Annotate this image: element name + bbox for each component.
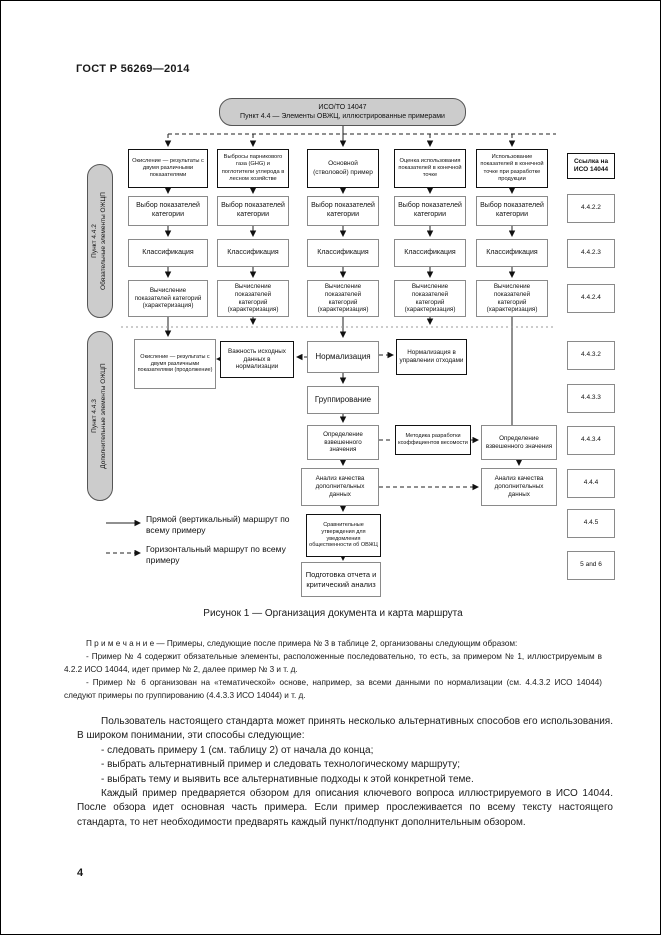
flow-node-reporting-review: Подготовка отчета и критический анализ — [301, 562, 381, 597]
flow-node-select: Выбор показателей категории — [217, 196, 289, 226]
example-header-ghg: Выбросы парникового газа (GHG) и поглоти… — [217, 149, 289, 188]
root-node-clause: Пункт 4.4 — Элементы ОВЖЦ, иллюстрирован… — [240, 113, 445, 120]
flow-node-normalization-waste: Нормализация в управлении отходами — [396, 339, 467, 375]
flow-node-importance: Важность исходных данных в нормализации — [220, 341, 294, 378]
example-header-endpoint-assessment: Оценка использования показателей в конеч… — [394, 149, 466, 188]
flow-node-select: Выбор показателей категории — [476, 196, 548, 226]
sidebar-mandatory-elements: Пункт 4.4.2 Обязательные элементы ОЖЦП — [87, 164, 113, 318]
ref-item: 4.4.2.2 — [567, 194, 615, 223]
flow-node-calculate: Вычисление показателей категорий (характ… — [307, 280, 379, 317]
body-text: Пользователь настоящего стандарта может … — [77, 715, 613, 830]
ref-item: 4.4.2.4 — [567, 284, 615, 313]
body-bullet: - следовать примеру 1 (см. таблицу 2) от… — [101, 744, 374, 756]
flow-node-grouping: Группирование — [307, 386, 379, 414]
flow-node-classify: Классификация — [394, 239, 466, 267]
ref-item: 4.4.2.3 — [567, 239, 615, 268]
note-item-example6: - Пример № 6 организован на «тематическо… — [64, 678, 602, 700]
flow-node-calculate: Вычисление показателей категорий (характ… — [217, 280, 289, 317]
ref-item: 5 and 6 — [567, 551, 615, 580]
figure-1-diagram: ИСО/ТО 14047 Пункт 4.4 — Элементы ОВЖЦ, … — [66, 96, 616, 601]
flow-node-classify: Классификация — [217, 239, 289, 267]
body-paragraph: Пользователь настоящего стандарта может … — [77, 716, 613, 742]
ref-item: 4.4.3.2 — [567, 341, 615, 370]
legend-dashed-route: Горизонтальный маршрут по всему примеру — [146, 544, 286, 566]
flow-node-classify: Классификация — [307, 239, 379, 267]
example-header-endpoint-product: Использование показателей в конечной точ… — [476, 149, 548, 188]
flow-node-weighting: Определение взвешенного значения — [307, 425, 379, 460]
ref-item: 4.4.3.4 — [567, 426, 615, 455]
flow-node-select: Выбор показателей категории — [394, 196, 466, 226]
ref-item: 4.4.5 — [567, 509, 615, 538]
root-node: ИСО/ТО 14047 Пункт 4.4 — Элементы ОВЖЦ, … — [219, 98, 466, 126]
flow-node-calculate: Вычисление показателей категорий (характ… — [394, 280, 466, 317]
ref-item: 4.4.4 — [567, 469, 615, 498]
page-number: 4 — [77, 867, 84, 879]
legend-solid-route: Прямой (вертикальный) маршрут по всему п… — [146, 514, 290, 536]
note-item-example4: - Пример № 4 содержит обязательные элеме… — [64, 652, 602, 674]
flow-node-select: Выбор показателей категории — [128, 196, 208, 226]
flow-node-select: Выбор показателей категории — [307, 196, 379, 226]
example-header-oxidation: Окисление — результаты с двумя различным… — [128, 149, 208, 188]
flow-node-normalization: Нормализация — [307, 341, 379, 373]
sidebar-mandatory-label: Обязательные элементы ОЖЦП — [100, 192, 107, 290]
root-node-standard: ИСО/ТО 14047 — [318, 103, 367, 111]
flow-node-classify: Классификация — [128, 239, 208, 267]
flow-node-oxidation-continued: Окисление — результаты с двумя различным… — [134, 339, 216, 389]
ref-item: 4.4.3.3 — [567, 384, 615, 413]
flow-node-data-quality-2: Анализ качества дополнительных данных — [481, 468, 557, 506]
document-number: ГОСТ Р 56269—2014 — [76, 63, 190, 75]
flow-node-calculate: Вычисление показателей категорий (характ… — [476, 280, 548, 317]
flow-node-calculate: Вычисление показателей категорий (характ… — [128, 280, 208, 317]
diagram-connectors — [106, 126, 556, 561]
flow-node-data-quality: Анализ качества дополнительных данных — [301, 468, 379, 506]
body-bullet: - выбрать тему и выявить все альтернатив… — [101, 773, 474, 785]
body-bullet: - выбрать альтернативный пример и следов… — [101, 759, 460, 771]
example-header-core: Основной (стволовой) пример — [307, 149, 379, 188]
flow-node-weighting-method: Методика разработки коэффициентов весомо… — [395, 425, 471, 455]
ref-column-header: Ссылка на ИСО 14044 — [567, 153, 615, 179]
note-intro: П р и м е ч а н и е — Примеры, следующие… — [86, 639, 518, 648]
body-paragraph: Каждый пример предваряется обзором для о… — [77, 788, 613, 828]
sidebar-optional-clause: Пункт 4.4.3 — [91, 399, 99, 433]
flow-node-classify: Классификация — [476, 239, 548, 267]
figure-caption: Рисунок 1 — Организация документа и карт… — [203, 608, 463, 619]
sidebar-mandatory-clause: Пункт 4.4.2 — [91, 224, 99, 258]
flow-node-weighting-2: Определение взвешенного значения — [481, 425, 557, 460]
sidebar-optional-elements: Пункт 4.4.3 Дополнительные элементы ОЖЦП — [87, 331, 113, 501]
note-block: П р и м е ч а н и е — Примеры, следующие… — [64, 637, 602, 702]
flow-node-comparative-assertions: Сравнительные утверждения для уведомлени… — [306, 514, 381, 557]
sidebar-optional-label: Дополнительные элементы ОЖЦП — [100, 363, 107, 469]
